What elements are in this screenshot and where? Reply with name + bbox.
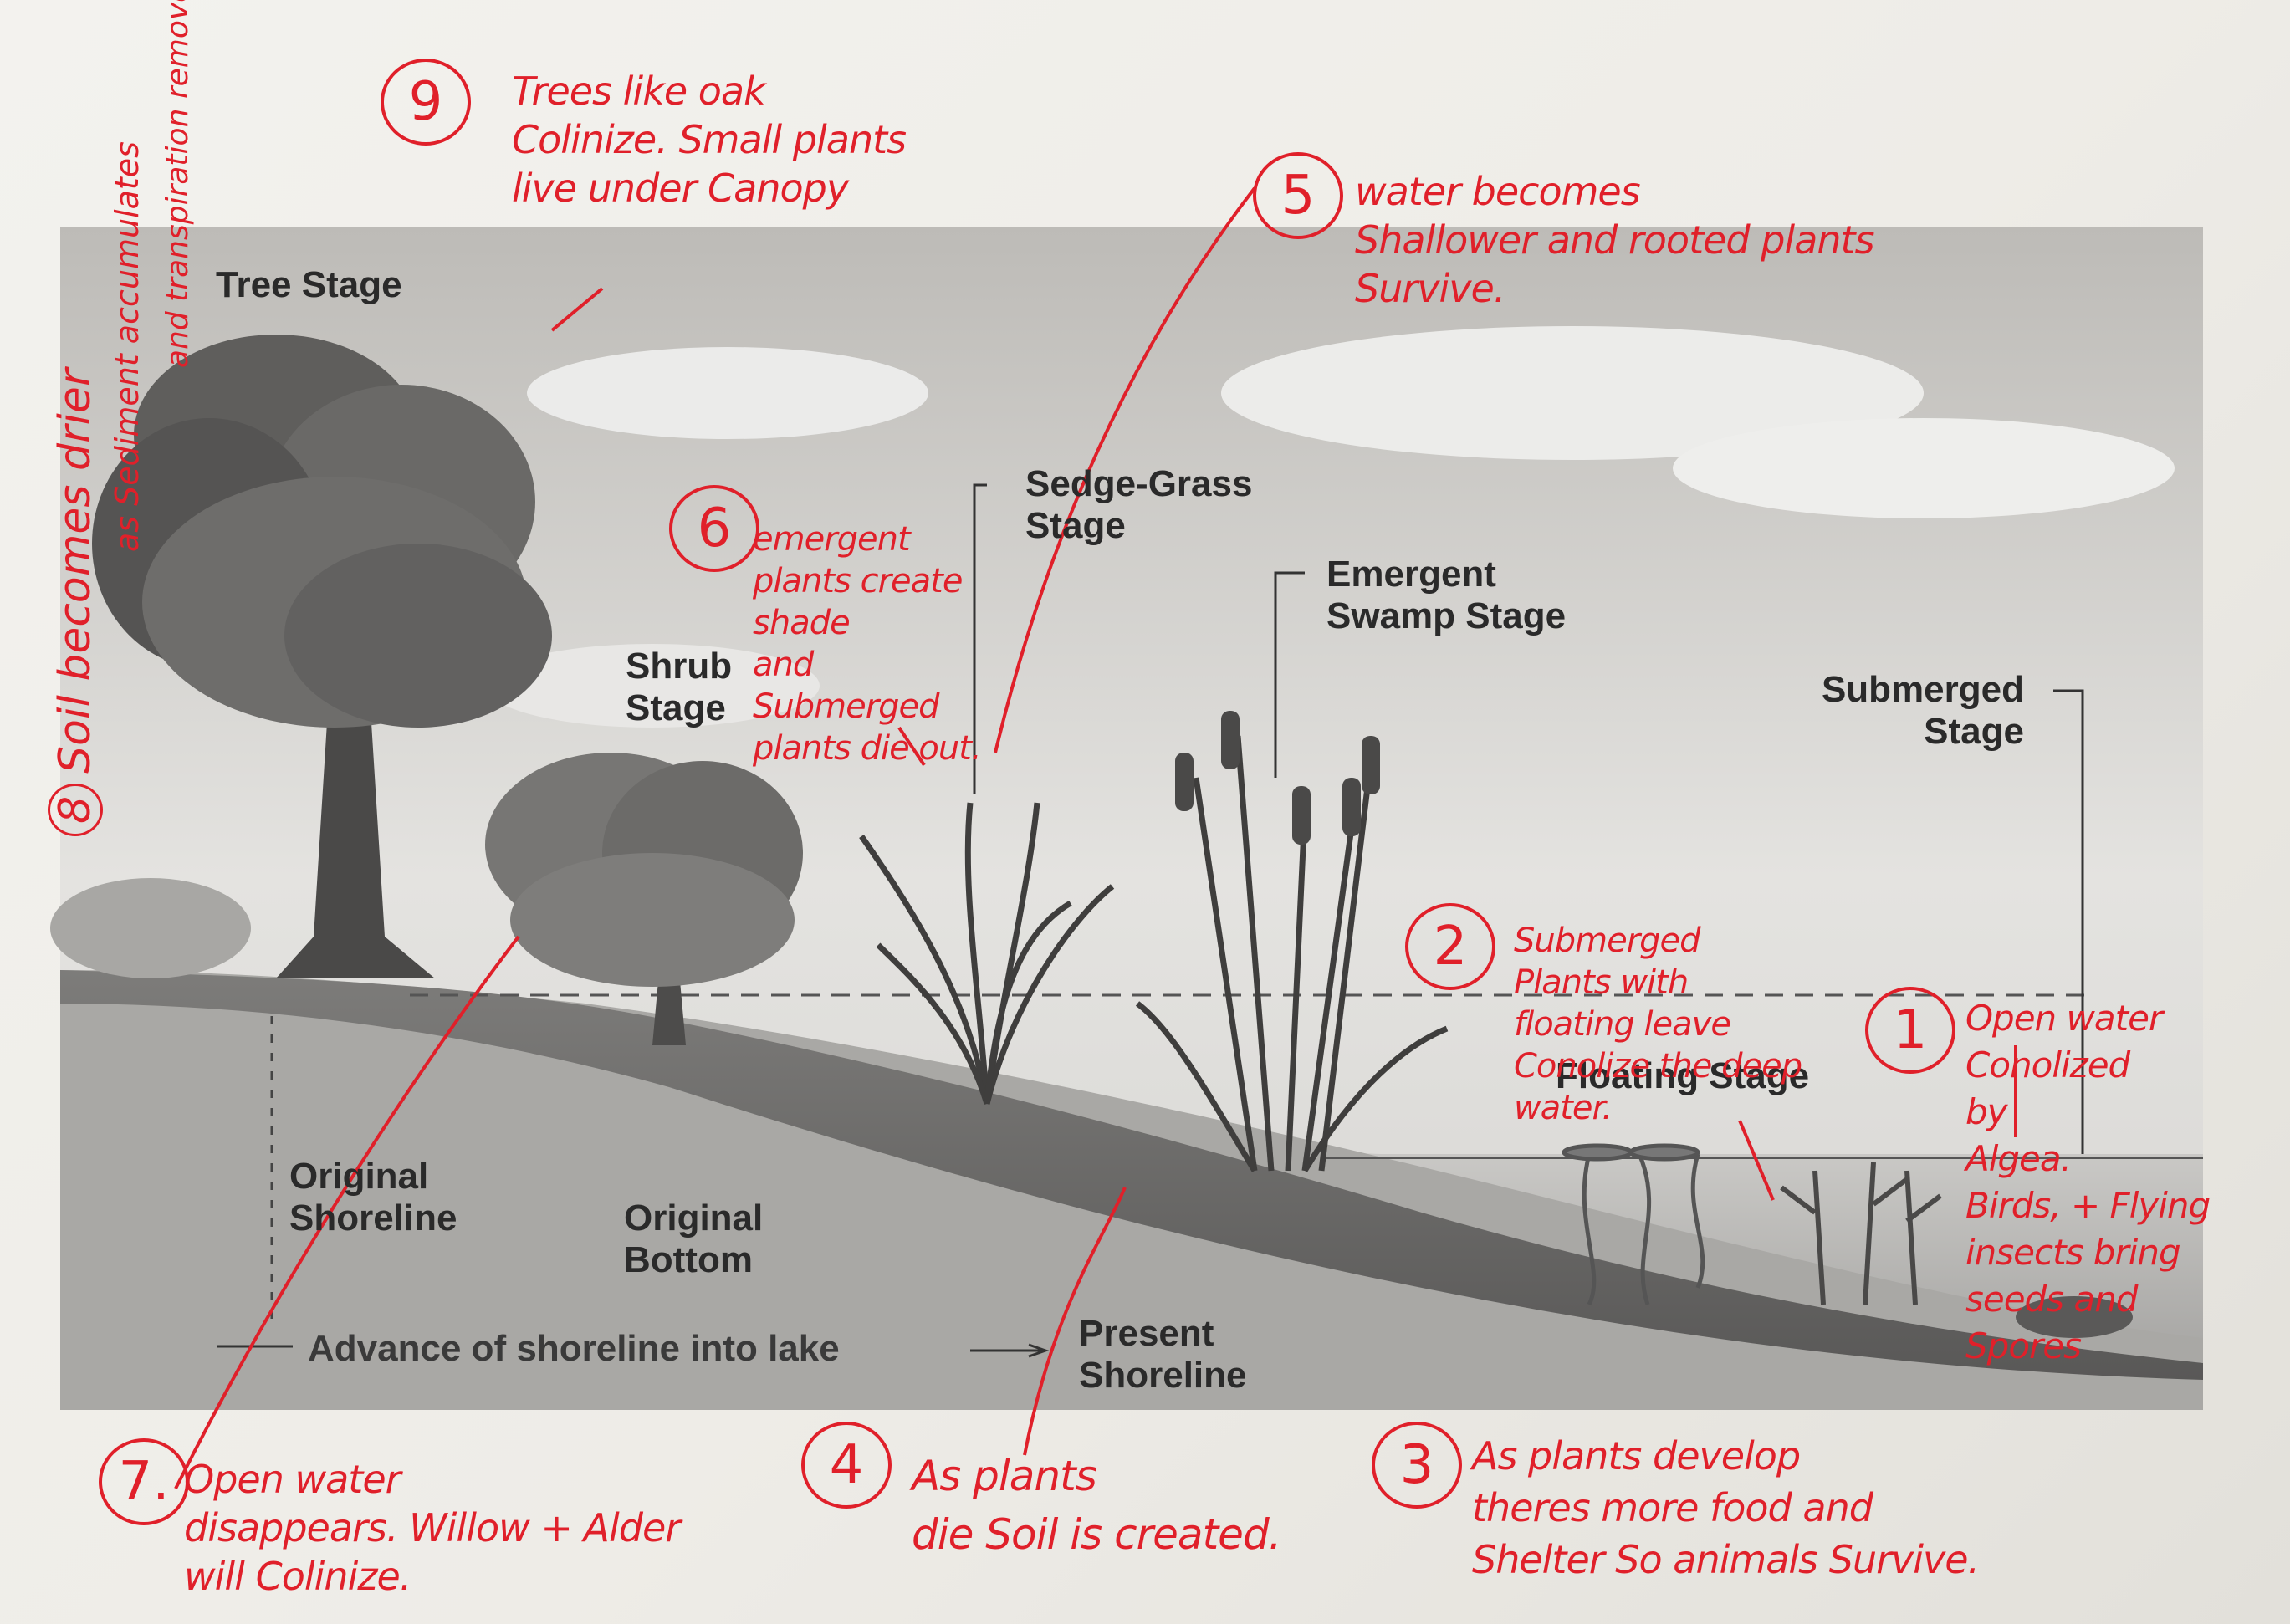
note-3-text: As plants develop theres more food and S… [1472, 1433, 1980, 1582]
note-1-text: Open water Conolized by Algea. Birds, + … [1965, 998, 2211, 1366]
note-8-line-2: as Sediment accumulates [109, 141, 146, 552]
cloud [1673, 418, 2175, 518]
note-4-text: As plants die Soil is created. [912, 1452, 1282, 1559]
note-3-number: 3 [1372, 1422, 1462, 1509]
label-advance-of-shoreline: Advance of shoreline into lake [308, 1328, 840, 1369]
algae-clump [2016, 1296, 2133, 1338]
label-original-bottom: Original Bottom [624, 1198, 764, 1280]
sedge-grass-illustration [859, 802, 1115, 1106]
label-shrub-stage: Shrub Stage [626, 646, 733, 728]
note-7-text: Open water disappears. Willow + Alder wi… [184, 1457, 681, 1599]
label-floating-stage: Floating Stage [1556, 1055, 1810, 1096]
shrub-illustration [485, 753, 803, 1045]
note-5-number: 5 [1253, 152, 1343, 239]
cattail-illustration [1135, 735, 1449, 1172]
note-7-number: 7. [99, 1438, 189, 1525]
label-leaders [217, 483, 2084, 1358]
note-8-text: 8 Soil becomes drier [48, 368, 103, 836]
floating-plants [1562, 1143, 1705, 1306]
note-6-text: emergent plants create shade and Submerg… [753, 520, 982, 768]
label-tree-stage: Tree Stage [216, 264, 402, 305]
note-8-number: 8 [48, 783, 103, 836]
note-9-text: Trees like oak Colinize. Small plants li… [512, 69, 907, 211]
note-9-number: 9 [381, 59, 471, 146]
note-8-main: Soil becomes drier [50, 368, 100, 774]
label-emergent-swamp-stage: Emergent Swamp Stage [1326, 554, 1567, 636]
small-bush [50, 878, 251, 978]
cloud [1221, 326, 1924, 460]
submerged-plants [1780, 1162, 1942, 1305]
label-sedge-grass-stage: Sedge-Grass Stage [1025, 463, 1253, 546]
note-2-number: 2 [1405, 903, 1495, 990]
note-4-number: 4 [801, 1422, 892, 1509]
label-original-shoreline: Original Shoreline [289, 1156, 457, 1238]
note-2-text: Submerged Plants with floating leave Con… [1514, 922, 1802, 1127]
note-5-text: water becomes Shallower and rooted plant… [1355, 169, 1875, 311]
soil-layer [60, 970, 2203, 1380]
note-6-number: 6 [669, 485, 759, 572]
cloud [485, 644, 820, 728]
note-1-number: 1 [1865, 987, 1955, 1074]
tree-illustration [92, 335, 552, 978]
label-submerged-stage: Submerged Stage [1821, 669, 2024, 752]
red-arrows [174, 186, 2017, 1489]
cattail-heads [1175, 711, 1380, 845]
cloud [527, 347, 928, 439]
label-present-shoreline: Present Shoreline [1079, 1313, 1247, 1396]
note-8-line-3: and transpiration removes water [161, 0, 195, 368]
